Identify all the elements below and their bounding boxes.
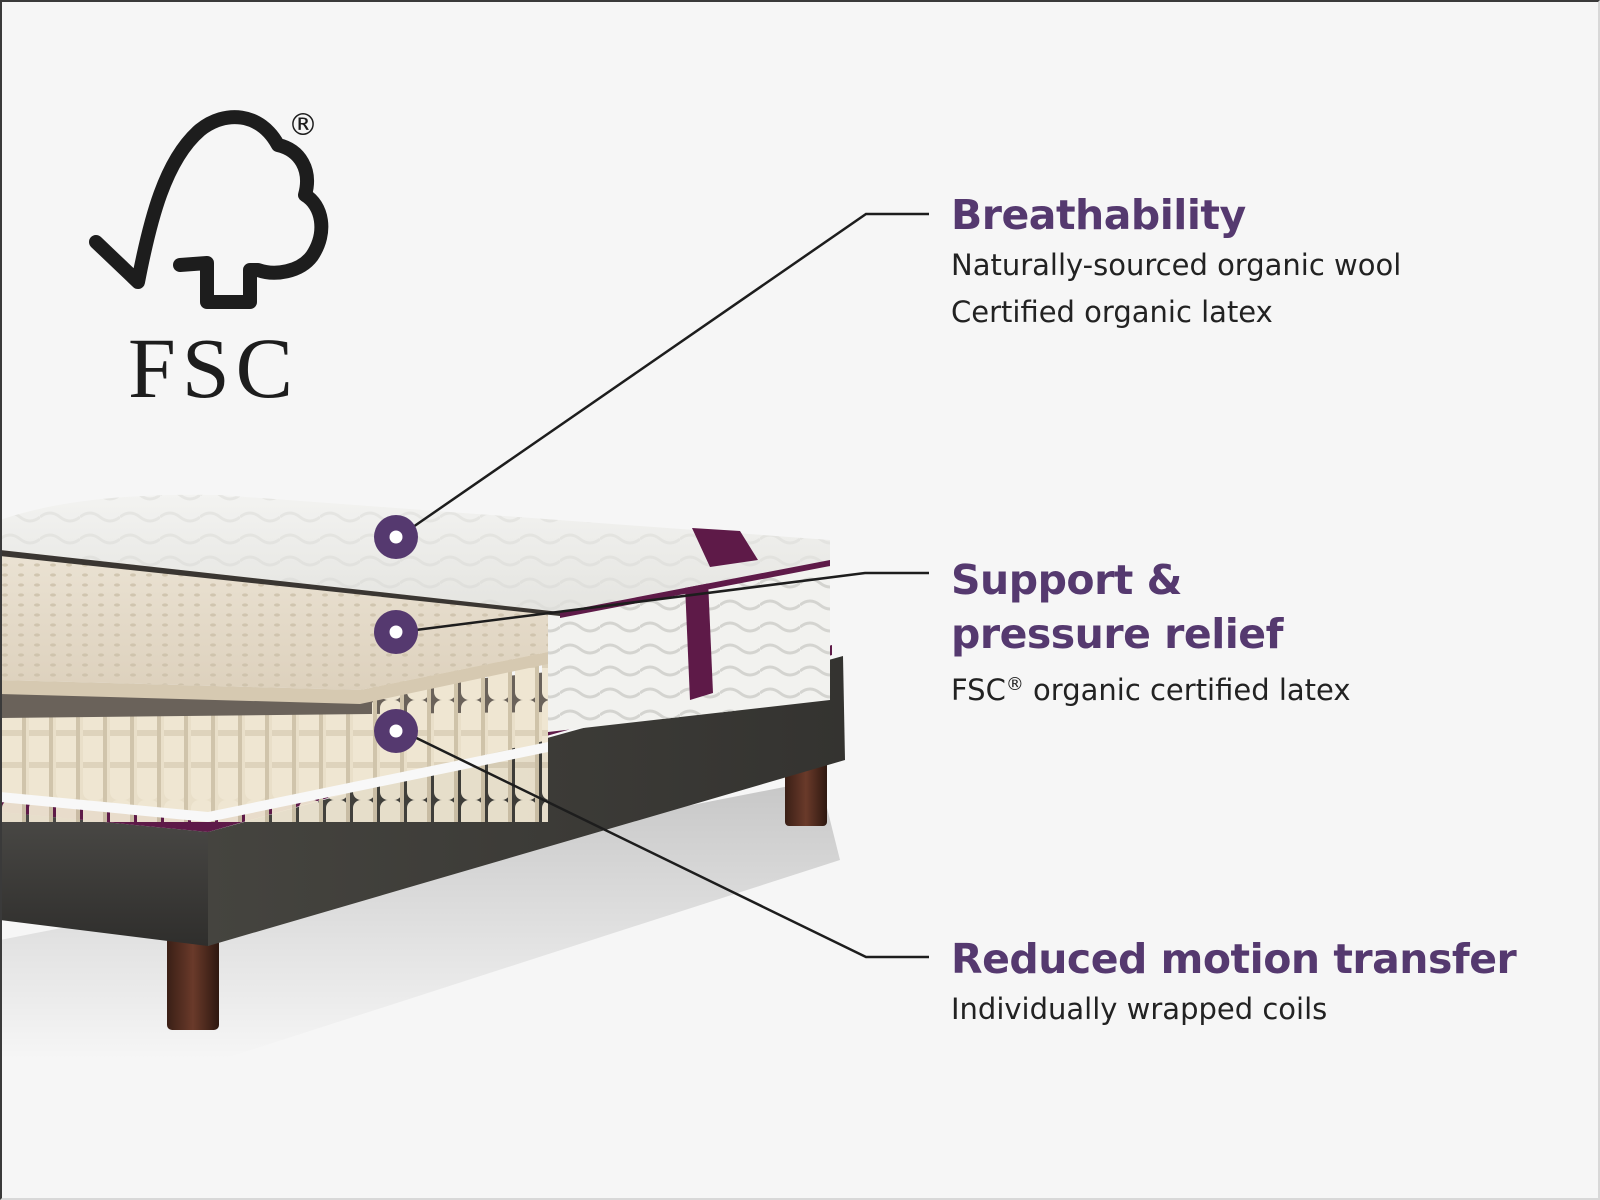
feature-line: Certified organic latex bbox=[951, 295, 1273, 329]
bed-leg-front bbox=[167, 935, 219, 1030]
fsc-checkmark-tree-icon bbox=[89, 110, 329, 309]
registered-mark: ® bbox=[288, 108, 318, 143]
leader-line-motion bbox=[399, 728, 929, 959]
fsc-prefix: FSC bbox=[951, 673, 1006, 707]
feature-title-line-1: Support & bbox=[951, 556, 1182, 604]
mattress-handle-strap bbox=[685, 580, 713, 700]
marker-breathability[interactable] bbox=[374, 515, 418, 559]
fsc-logo-text: FSC bbox=[128, 320, 300, 416]
feature-line: FSC® organic certified latex bbox=[951, 661, 1351, 714]
feature-title: Reduced motion transfer bbox=[951, 935, 1517, 983]
feature-breathability: Breathability Naturally-sourced organic … bbox=[951, 188, 1401, 336]
feature-line: Naturally-sourced organic wool bbox=[951, 248, 1402, 282]
feature-line-rest: organic certified latex bbox=[1023, 673, 1351, 707]
marker-support[interactable] bbox=[374, 610, 418, 654]
leader-line-support bbox=[399, 571, 929, 634]
registered-mark: ® bbox=[1005, 674, 1024, 695]
marker-motion[interactable] bbox=[374, 709, 418, 753]
top-cover-band bbox=[692, 528, 758, 567]
leader-line-breathability bbox=[399, 212, 929, 538]
feature-motion: Reduced motion transfer Individually wra… bbox=[951, 932, 1517, 1033]
bed-frame-front bbox=[0, 812, 208, 946]
feature-line: Individually wrapped coils bbox=[951, 992, 1328, 1026]
feature-title-line-2: pressure relief bbox=[951, 610, 1283, 658]
feature-support: Support & pressure relief FSC® organic c… bbox=[951, 553, 1351, 714]
feature-title: Breathability bbox=[951, 191, 1246, 239]
